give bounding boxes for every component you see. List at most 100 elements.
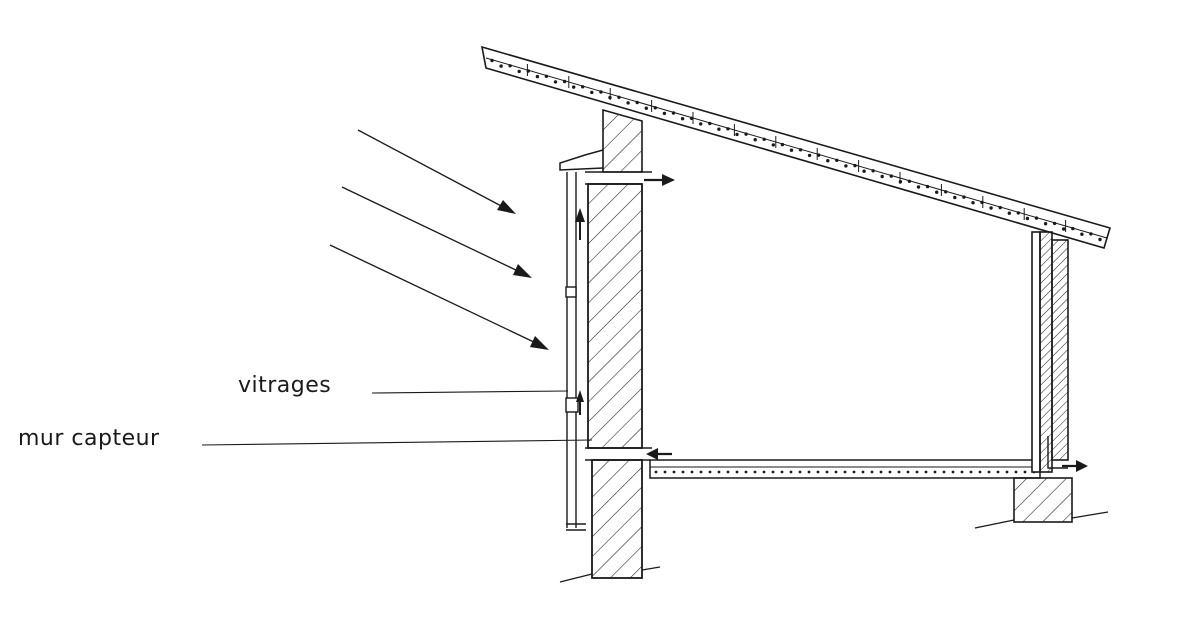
floor-dot: [915, 470, 919, 474]
roof-slab: [480, 45, 1111, 249]
roof-dot: [572, 85, 576, 89]
floor-dot: [744, 470, 748, 474]
roof-dot: [1089, 232, 1093, 236]
roof-dot: [499, 64, 503, 68]
upper-lintel-block: [602, 108, 643, 173]
floor-dot: [987, 470, 991, 474]
floor-dot: [978, 470, 982, 474]
collector-wall-foundation: [591, 459, 643, 579]
floor-dot: [879, 470, 883, 474]
roof-dot: [544, 74, 549, 79]
floor-dot: [825, 470, 829, 474]
floor-dot: [816, 470, 820, 474]
roof-dot: [581, 85, 585, 89]
bottom-vent-arrow: [646, 448, 672, 460]
glazing: [565, 172, 586, 531]
roof-dot: [862, 169, 866, 173]
floor-dot: [672, 470, 676, 474]
roof-dot: [508, 64, 512, 68]
floor-dot: [969, 470, 973, 474]
back-wall-foundation: [1013, 477, 1073, 523]
roof-dot: [807, 153, 812, 158]
floor-dot: [780, 470, 784, 474]
roof-dot: [1098, 237, 1102, 242]
roof-dot: [1016, 211, 1020, 215]
roof-dot: [1080, 232, 1084, 236]
roof-dot: [653, 106, 657, 110]
floor-dot: [852, 470, 856, 474]
roof-dot: [771, 143, 775, 147]
roof-dot: [1062, 227, 1066, 231]
floor-dot: [690, 470, 694, 474]
sun-ray-2-head: [513, 264, 532, 278]
roof-joint-ticks: [526, 64, 1067, 232]
roof-dot: [1043, 222, 1048, 226]
floor-dot: [870, 470, 874, 474]
floor-dot: [789, 470, 793, 474]
back-wall-exit-arrow: [1062, 460, 1088, 472]
floor-dot: [726, 470, 730, 474]
roof-dot: [962, 195, 966, 199]
back-wall: [1031, 231, 1069, 473]
roof-dot: [635, 100, 639, 105]
roof-dot: [835, 158, 839, 162]
roof-dot: [689, 116, 694, 121]
floor-dot: [717, 470, 721, 474]
floor-dot: [834, 470, 838, 474]
sun-ray-1: [357, 129, 506, 209]
roof-dot: [590, 90, 594, 95]
vitrages-label: vitrages: [238, 373, 332, 398]
roof-dot: [490, 58, 494, 63]
roof-dot: [907, 179, 912, 183]
roof-dot: [744, 132, 748, 136]
floor-dot: [663, 470, 667, 474]
roof-dot: [1034, 216, 1039, 220]
floor-dot: [960, 470, 964, 474]
floor-dot: [735, 470, 739, 474]
roof-dot: [662, 111, 667, 116]
roof-dot: [735, 132, 739, 137]
roof-dot: [916, 185, 921, 189]
roof-dot: [971, 201, 975, 205]
roof-insulation-dots: [490, 58, 1102, 242]
floor-dot: [654, 470, 658, 474]
floor-dot: [897, 470, 901, 474]
roof-dot: [889, 174, 893, 178]
roof-dot: [617, 95, 621, 100]
ground-lines: [559, 511, 1109, 583]
roof-dot: [762, 137, 766, 141]
floor-dot: [681, 470, 685, 474]
roof-dot: [535, 74, 540, 79]
roof-dot: [671, 111, 676, 115]
roof-dot: [989, 206, 993, 210]
roof-dot: [871, 169, 875, 173]
sun-rays: [329, 129, 549, 350]
roof-dot: [935, 190, 939, 194]
roof-dot: [726, 127, 730, 131]
floor-dot: [762, 470, 766, 474]
floor-slab: [649, 459, 1041, 479]
floor-dot: [1023, 470, 1027, 474]
floor-dot: [708, 470, 712, 474]
roof-dot: [1052, 221, 1057, 226]
roof-dot: [753, 138, 757, 142]
roof-dot: [780, 142, 785, 147]
top-vent-arrow: [644, 174, 675, 186]
roof-dot: [844, 164, 848, 168]
floor-dot: [996, 470, 1000, 474]
floor-dot: [924, 470, 928, 474]
mur-capteur-leader: [201, 439, 593, 446]
roof-dot: [717, 127, 721, 131]
roof-dot: [1071, 226, 1075, 231]
roof-dot: [708, 121, 712, 126]
collector-wall: [587, 183, 643, 449]
floor-dot: [951, 470, 955, 474]
roof-dot: [798, 148, 803, 152]
roof-dot: [817, 153, 821, 157]
floor-dot: [1014, 470, 1018, 474]
roof-dot: [826, 159, 830, 163]
floor-insulation-dots: [654, 470, 1036, 474]
floor-dot: [771, 470, 775, 474]
